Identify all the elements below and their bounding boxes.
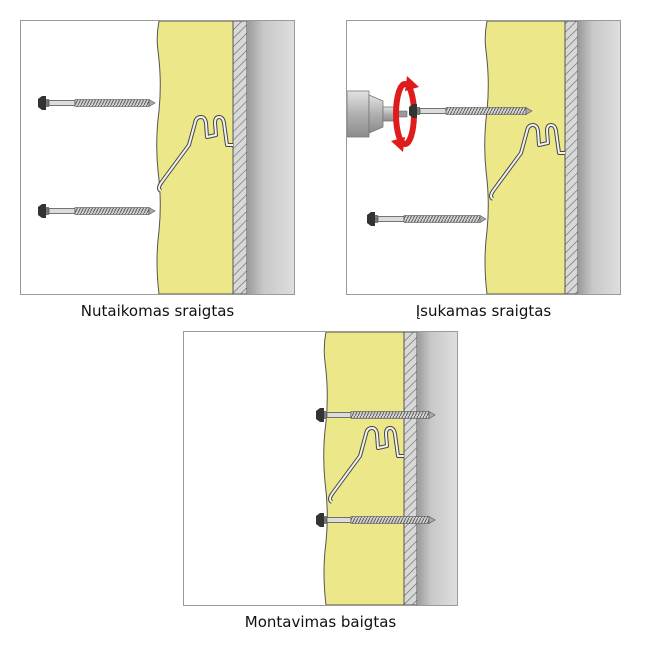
step-2-caption: Įsukamas sraigtas [415, 302, 552, 320]
wall-surface [232, 21, 248, 294]
insulation-layer [323, 332, 405, 605]
screw-icon [409, 104, 533, 118]
screw-icon [316, 513, 436, 527]
step-1-caption: Nutaikomas sraigtas [80, 302, 235, 320]
wall-body [578, 21, 620, 294]
screw-icon [38, 204, 156, 218]
insulation-layer [156, 21, 234, 294]
wall-body [247, 21, 294, 294]
wall-surface [564, 21, 579, 294]
wall-surface [403, 332, 418, 605]
screw-icon [316, 408, 436, 422]
step-3-caption: Montavimas baigtas [244, 613, 397, 631]
screw-icon [38, 96, 156, 110]
insulation-layer [484, 21, 566, 294]
step-1-panel [20, 20, 295, 295]
wall-body [417, 332, 457, 605]
step-3-panel [183, 331, 458, 606]
step-2-panel [346, 20, 621, 295]
screw-icon [367, 212, 487, 226]
drill-icon [347, 90, 408, 138]
